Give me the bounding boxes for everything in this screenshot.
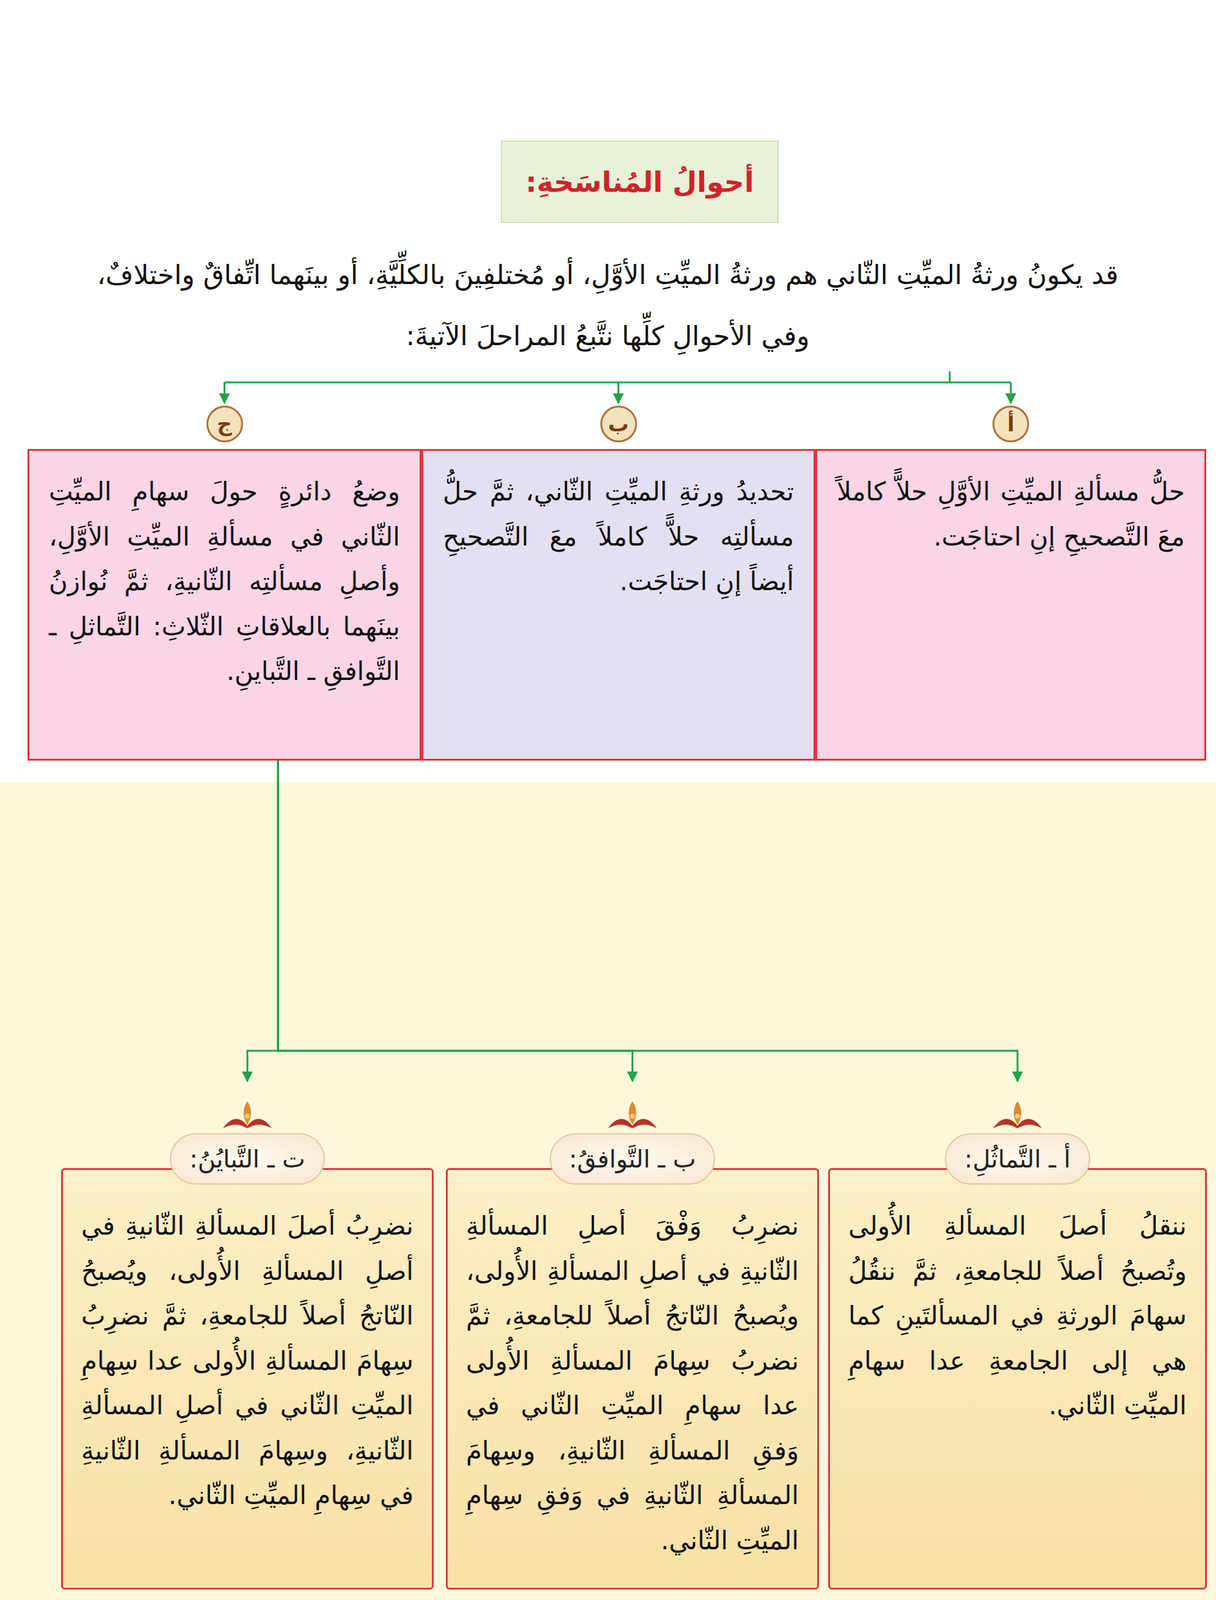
letter-badge: أ: [992, 405, 1030, 443]
branch-arrow: [1010, 382, 1013, 404]
intro-text: قد يكونُ ورثةُ الميِّتِ الثّاني هم ورثةُ…: [73, 244, 1143, 367]
flow-arrow: [277, 760, 1018, 1082]
branch-lines: [224, 371, 1012, 404]
body-text: حلُّ مسألةِ الميِّتِ الأوَّلِ حلاًّ كامل…: [836, 469, 1185, 559]
branch-arrow: [617, 382, 620, 404]
case-heading: ب ـ التَّوافقُ:: [549, 1132, 716, 1185]
case-heading: أ ـ التَّماثُلِ:: [944, 1132, 1091, 1185]
body-text: نضرِبُ وَفْقَ أصلِ المسألةِ الثّانيةِ في…: [466, 1203, 799, 1563]
case-panel: نضرِبُ وَفْقَ أصلِ المسألةِ الثّانيةِ في…: [445, 1167, 820, 1590]
body-text: ننقلُ أصلَ المسألةِ الأُولى وتُصبحُ أصلا…: [848, 1203, 1187, 1428]
body-text: تحديدُ ورثةِ الميِّتِ الثّاني، ثمَّ حلُّ…: [442, 469, 794, 605]
trunk-line: [949, 371, 951, 383]
case-panel: نضرِبُ أصلَ المسألةِ الثّانيةِ في أصلِ ا…: [61, 1167, 434, 1590]
letter-badge: ب: [600, 405, 638, 443]
flower-ornament: [607, 1101, 657, 1129]
edges: [247, 760, 1018, 1082]
step-panel: وضعُ دائرةٍ حولَ سهامِ الميِّتِ الثّاني …: [27, 448, 422, 761]
case-panel: ننقلُ أصلَ المسألةِ الأُولى وتُصبحُ أصلا…: [828, 1167, 1207, 1590]
step-panel: تحديدُ ورثةِ الميِّتِ الثّاني، ثمَّ حلُّ…: [421, 448, 816, 761]
flower-ornament: [993, 1101, 1042, 1129]
case-heading: ت ـ التَّبايُنُ:: [169, 1132, 325, 1185]
title-box: أحوالُ المُناسَخةِ:: [500, 140, 779, 223]
title-text: أحوالُ المُناسَخةِ:: [525, 165, 754, 199]
step-panel: حلُّ مسألةِ الميِّتِ الأوَّلِ حلاًّ كامل…: [815, 448, 1207, 761]
body-text: وضعُ دائرةٍ حولَ سهامِ الميِّتِ الثّاني …: [48, 469, 401, 694]
letter-badge: ج: [206, 405, 244, 443]
body-text: نضرِبُ أصلَ المسألةِ الثّانيةِ في أصلِ ا…: [81, 1203, 414, 1518]
flow-arrow: [277, 760, 633, 1082]
flower-ornament: [222, 1101, 272, 1129]
flow-arrow: [247, 760, 278, 1082]
branch-arrow: [223, 382, 226, 404]
